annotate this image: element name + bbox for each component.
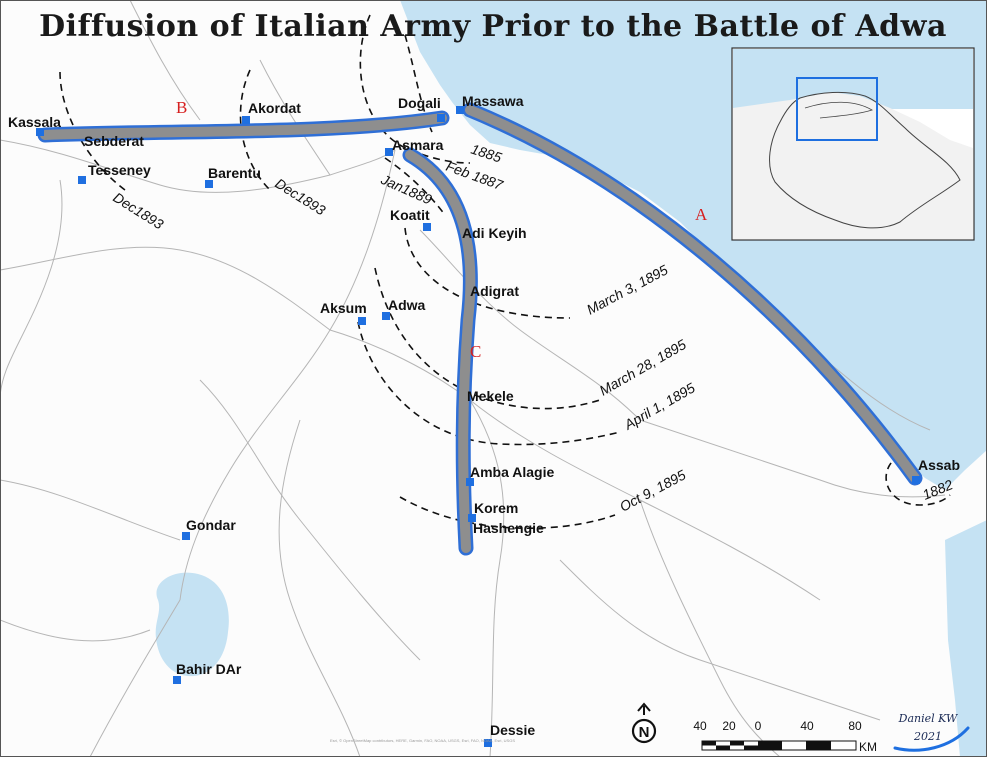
city-label-akordat: Akordat: [248, 100, 301, 116]
city-label-bahir-dar: Bahir DAr: [176, 661, 242, 677]
scale-tick-label-0: 0: [755, 719, 762, 733]
scale-bar: 40 20 0 40 80 KM: [693, 719, 877, 754]
scale-tick-label-40-left: 40: [693, 719, 707, 733]
city-label-mekele: Mekele: [467, 388, 514, 404]
city-marker-tesseney[interactable]: [78, 176, 86, 184]
scale-bar-segment: [806, 741, 831, 750]
north-arrow-icon: [637, 702, 651, 715]
city-label-massawa: Massawa: [462, 93, 524, 109]
scale-tick-label-40: 40: [800, 719, 814, 733]
gulf-of-aden: [945, 520, 987, 757]
scale-tick-label-80: 80: [848, 719, 862, 733]
city-label-koatit: Koatit: [390, 207, 430, 223]
city-label-adigrat: Adigrat: [470, 283, 519, 299]
inset-study-area-box: [796, 77, 878, 141]
city-label-korem: Korem: [474, 500, 518, 516]
city-markers: [36, 106, 920, 747]
frontier-april1-1895: [357, 321, 621, 446]
city-label-amba-alagie: Amba Alagie: [470, 464, 554, 480]
map-title: Diffusion of Italian Army Prior to the B…: [39, 9, 947, 44]
inset-locator-map[interactable]: [731, 47, 975, 241]
city-label-hashengie: Hashengie: [473, 520, 544, 536]
route-a-arrow[interactable]: [462, 102, 923, 486]
scale-bar-segment: [730, 741, 744, 746]
route-label-a: A: [695, 205, 708, 224]
city-label-sebderat: Sebderat: [84, 133, 144, 149]
scale-tick-label-20: 20: [722, 719, 736, 733]
city-marker-barentu[interactable]: [205, 180, 213, 188]
scale-bar-segment: [758, 741, 782, 750]
frontier-jan1889: [384, 157, 446, 216]
city-label-assab: Assab: [918, 457, 960, 473]
basemap-credit: Esri, © OpenStreetMap contributors, HERE…: [330, 738, 515, 743]
signature-swoosh: [893, 726, 970, 752]
frontier-1882: [885, 454, 951, 506]
city-marker-akordat[interactable]: [242, 116, 250, 124]
route-c-arrow[interactable]: [402, 147, 478, 556]
scale-bar-segment: [744, 745, 758, 750]
north-arrow-circle: [631, 718, 657, 744]
city-marker-adwa[interactable]: [382, 312, 390, 320]
city-marker-koatit[interactable]: [423, 223, 431, 231]
scale-bar-segment: [716, 745, 730, 750]
author-signature: Daniel KW 2021: [893, 712, 970, 752]
frontier-lines: [59, 14, 951, 530]
inset-land: [733, 92, 973, 239]
city-marker-massawa[interactable]: [456, 106, 464, 114]
city-label-adi-keyih: Adi Keyih: [462, 225, 527, 241]
city-label-dessie: Dessie: [490, 722, 535, 738]
city-marker-gondar[interactable]: [182, 532, 190, 540]
city-label-asmara: Asmara: [392, 137, 444, 153]
city-marker-bahir-dar[interactable]: [173, 676, 181, 684]
scale-bar-segment: [702, 741, 716, 746]
inset-eritrea-outline: [804, 101, 873, 119]
route-label-c: C: [470, 342, 481, 361]
frontier-march3-1895: [404, 227, 571, 319]
city-marker-aksum[interactable]: [358, 317, 366, 325]
city-label-dogali: Dogali: [398, 95, 441, 111]
frontier-1885: [404, 34, 433, 133]
route-label-b: B: [176, 98, 187, 117]
signature-year: 2021: [913, 730, 942, 743]
city-labels: Kassala Sebderat Tesseney Akordat Barent…: [8, 93, 960, 738]
frontier-march28-1895: [374, 267, 601, 410]
north-arrow: N: [631, 702, 657, 744]
city-marker-dessie[interactable]: [484, 739, 492, 747]
city-marker-asmara[interactable]: [385, 148, 393, 156]
north-arrow-letter: N: [639, 724, 650, 741]
city-label-aksum: Aksum: [320, 300, 367, 316]
signature-author: Daniel KW: [898, 712, 959, 725]
city-label-barentu: Barentu: [208, 165, 261, 181]
city-marker-korem[interactable]: [468, 514, 476, 522]
frontier-oct9-1895: [399, 496, 616, 530]
scale-unit-label: KM: [859, 740, 877, 754]
city-marker-dogali[interactable]: [437, 114, 445, 122]
city-marker-kassala[interactable]: [36, 128, 44, 136]
city-marker-amba-alagie[interactable]: [466, 478, 474, 486]
route-b-arrow[interactable]: [37, 110, 450, 143]
city-label-adwa: Adwa: [388, 297, 426, 313]
city-label-kassala: Kassala: [8, 114, 61, 130]
city-label-gondar: Gondar: [186, 517, 236, 533]
lake-tana: [155, 572, 229, 677]
city-label-tesseney: Tesseney: [88, 162, 151, 178]
invasion-routes: [37, 102, 923, 556]
frontier-feb1887: [359, 14, 471, 164]
city-marker-assab[interactable]: [912, 476, 920, 484]
